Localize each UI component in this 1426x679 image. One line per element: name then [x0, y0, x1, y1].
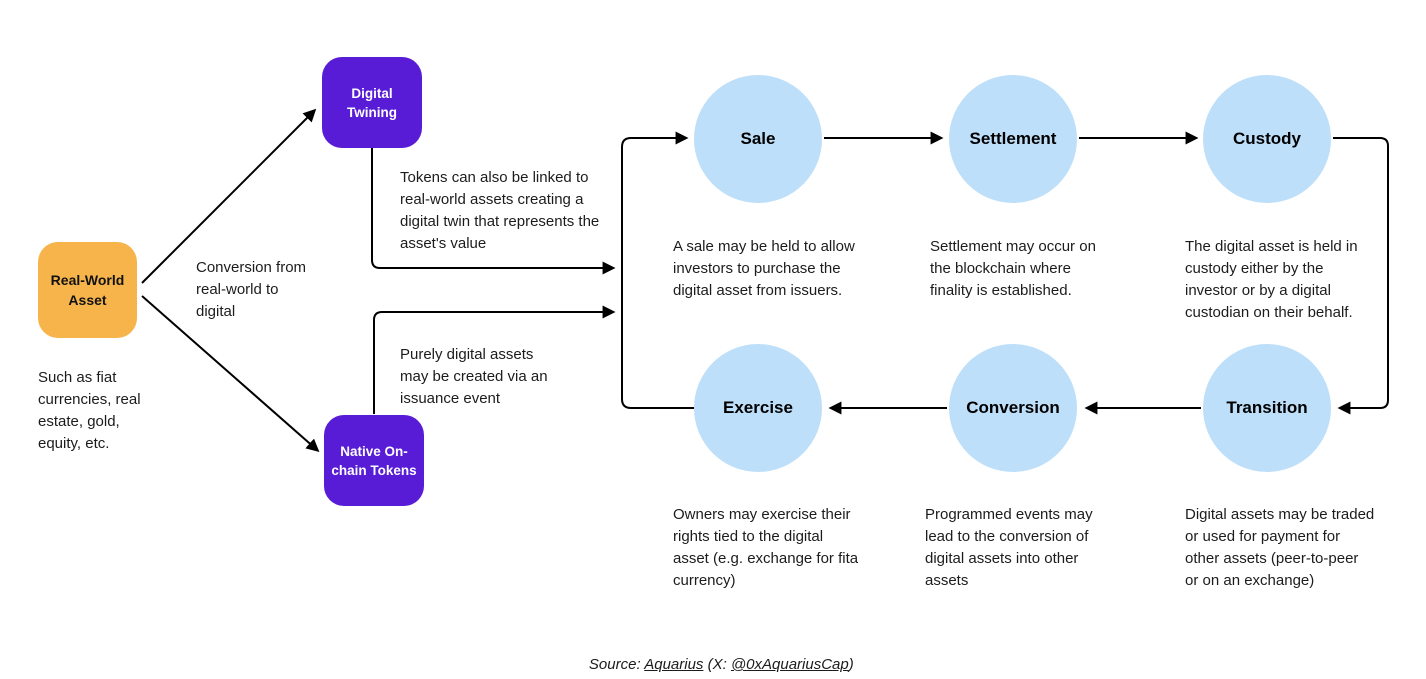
stage-settlement-node: Settlement [949, 75, 1077, 203]
source-middle: (X: [703, 656, 731, 673]
real-world-asset-node: Real-World Asset [38, 242, 137, 338]
stage-custody-description: The digital asset is held in custody eit… [1185, 238, 1358, 321]
native-onchain-node: Native On-chain Tokens [324, 415, 424, 506]
source-suffix: ) [848, 656, 854, 673]
stage-transition-node: Transition [1203, 344, 1331, 472]
native-onchain-note: Purely digital assets may be created via… [400, 346, 548, 407]
stage-exercise-node: Exercise [694, 344, 822, 472]
source-prefix: Source: [588, 656, 645, 673]
stage-settlement-label: Settlement [969, 129, 1057, 148]
connector-custody-to-transition [1333, 137, 1389, 415]
digital-twining-label: Digital Twining [347, 85, 397, 120]
stage-transition-label: Transition [1226, 398, 1308, 417]
stage-custody-label: Custody [1233, 129, 1301, 148]
stage-transition-description: Digital assets may be traded or used for… [1185, 506, 1375, 589]
connector-exercise-to-sale [621, 131, 694, 409]
connector-asset-to-digital-twining [141, 108, 317, 284]
native-onchain-label: Native On-chain Tokens [331, 443, 417, 478]
source-note: Source: Aquarius (X: @0xAquariusCap) [0, 639, 1426, 679]
source-publisher-link[interactable]: Aquarius [644, 656, 704, 673]
stage-custody-node: Custody [1203, 75, 1331, 203]
stage-sale-node: Sale [694, 75, 822, 203]
real-world-asset-caption: Such as fiat currencies, real estate, go… [38, 369, 141, 452]
connector-native-onchain-to-loop [373, 305, 616, 414]
stage-conversion-node: Conversion [949, 344, 1077, 472]
source-x-handle-link[interactable]: @0xAquariusCap [730, 656, 849, 673]
stage-exercise-description: Owners may exercise their rights tied to… [673, 506, 859, 589]
digital-twining-node: Digital Twining [322, 57, 422, 148]
connector-asset-to-native-onchain [141, 295, 320, 453]
real-world-asset-label: Real-World Asset [50, 272, 125, 308]
stage-settlement-description: Settlement may occur on the blockchain w… [930, 238, 1096, 299]
stage-exercise-label: Exercise [723, 398, 793, 417]
stage-sale-label: Sale [740, 129, 776, 148]
digital-twining-note: Tokens can also be linked to real-world … [400, 169, 600, 252]
stage-conversion-description: Programmed events may lead to the conver… [925, 506, 1093, 589]
stage-conversion-label: Conversion [966, 398, 1060, 417]
stage-sale-description: A sale may be held to allow investors to… [673, 238, 855, 299]
connector-digital-twining-to-loop [371, 148, 616, 275]
conversion-note: Conversion from real-world to digital [196, 259, 307, 320]
